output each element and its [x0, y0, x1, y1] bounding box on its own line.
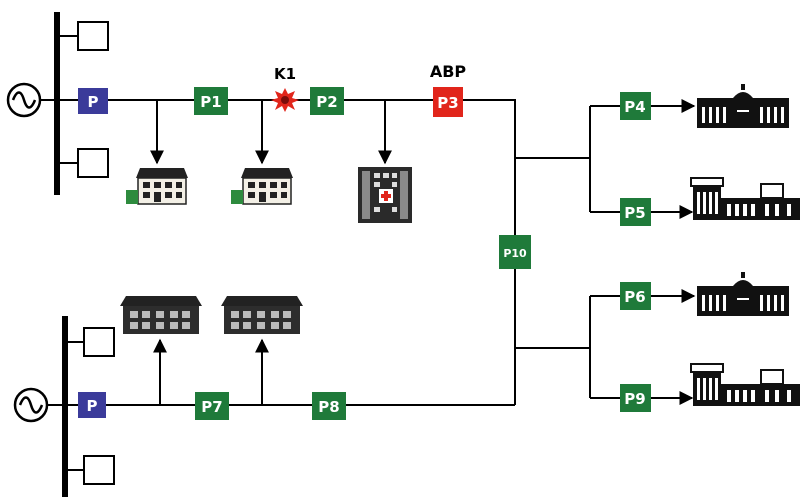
top-feeder-wires [57, 99, 696, 405]
relay-p-source-2: P [78, 392, 106, 418]
svg-text:P1: P1 [200, 93, 221, 111]
fault-burst-icon [271, 88, 299, 112]
svg-text:P8: P8 [318, 398, 339, 416]
svg-text:P4: P4 [624, 98, 645, 116]
relay-p1: P1 [194, 87, 228, 115]
house-icon [126, 168, 188, 205]
svg-text:P2: P2 [316, 93, 337, 111]
ac-source-icon [13, 387, 49, 423]
feeder-box [83, 327, 115, 357]
feeder-box [83, 455, 115, 485]
relay-p2: P2 [310, 87, 344, 115]
long-building-icon [221, 296, 303, 334]
relay-p5: P5 [620, 198, 651, 226]
svg-text:P6: P6 [624, 288, 645, 306]
long-building-icon [120, 296, 202, 334]
relay-p6: P6 [620, 282, 651, 310]
svg-text:P: P [88, 93, 99, 111]
abp-label: ABP [430, 62, 467, 81]
government-building-icon [697, 84, 789, 128]
relay-p-source-1: P [78, 88, 108, 114]
feeder-box [77, 148, 109, 178]
relay-p4: P4 [620, 92, 651, 120]
factory-icon [690, 177, 800, 220]
svg-text:P9: P9 [624, 390, 645, 408]
ac-source-icon [6, 82, 42, 118]
government-building-icon [697, 272, 789, 316]
svg-text:P10: P10 [503, 247, 527, 260]
relay-p8: P8 [312, 392, 346, 420]
bottom-feeder-wires [65, 338, 516, 406]
feeder-box [77, 21, 109, 51]
svg-text:P7: P7 [201, 398, 222, 416]
svg-text:P5: P5 [624, 204, 645, 222]
source-2 [13, 316, 115, 497]
factory-icon [690, 363, 800, 406]
svg-text:P: P [87, 397, 98, 415]
relay-p10: P10 [499, 235, 531, 269]
source-1 [6, 12, 109, 195]
relay-p9: P9 [620, 384, 651, 412]
svg-text:P3: P3 [437, 94, 458, 112]
relay-p3-abp: P3 [433, 87, 463, 117]
hospital-icon [358, 167, 412, 223]
house-icon [231, 168, 293, 205]
relay-p7: P7 [195, 392, 229, 420]
fault-label: K1 [274, 65, 296, 83]
